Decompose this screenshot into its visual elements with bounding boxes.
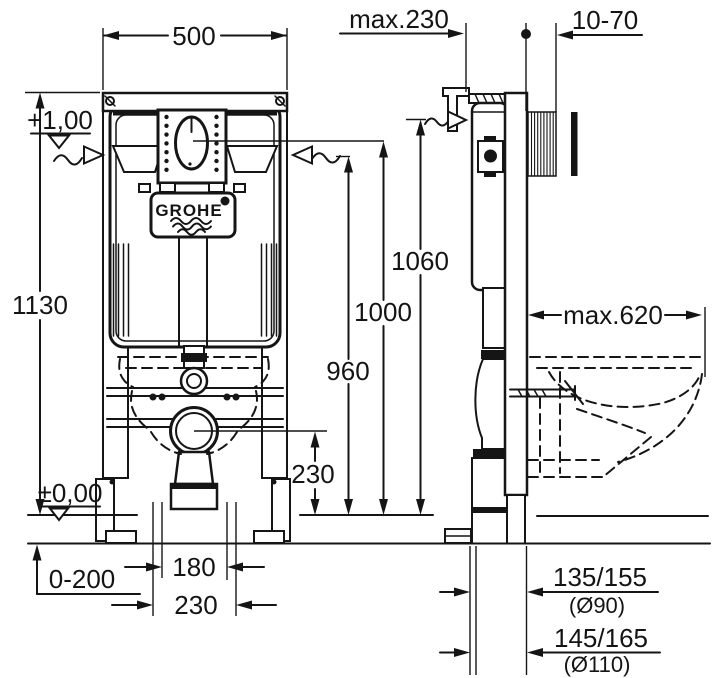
dim-bowl-depth: max.620 — [528, 300, 706, 377]
floor-lines — [27, 514, 711, 545]
dim-overall-height-label: 1130 — [12, 290, 68, 320]
level-triangle-icon — [47, 507, 71, 522]
level-zero-label: ±0,00 — [38, 478, 103, 508]
drain-extension-lines — [469, 546, 528, 675]
dim-inlet-height: 960 — [326, 155, 370, 515]
flush-actuator-oval — [174, 115, 209, 171]
fill-valve-dot — [484, 149, 497, 163]
dim-drain-offset-90-label: 135/155 — [553, 562, 647, 592]
dim-supply-height: 1060 — [391, 118, 449, 515]
grohe-logo-plate: GROHE — [149, 191, 237, 239]
flush-plate-bar — [571, 112, 578, 176]
side-view — [442, 87, 703, 545]
dim-wall-thickness: 10-70 — [521, 5, 643, 112]
logo-waves-icon — [170, 217, 212, 236]
grohe-logo-text: GROHE — [155, 201, 222, 220]
drain-elbow — [169, 406, 219, 511]
dim-inlet-height-label: 960 — [326, 356, 369, 386]
water-level-right — [225, 145, 279, 173]
dim-drain-dia-90-label: (Ø90) — [569, 593, 625, 618]
dim-wall-thickness-label: 10-70 — [572, 5, 639, 35]
dim-bottom-width-label: 230 — [174, 590, 217, 620]
dim-supply-height-label: 1060 — [391, 246, 449, 276]
registered-trademark-dot — [220, 196, 230, 206]
frame-legs — [95, 478, 291, 544]
dim-drain-offset-110-label: 145/165 — [554, 623, 648, 653]
dim-frame-width-label: 500 — [172, 21, 215, 51]
water-supply-arrow-right — [290, 144, 341, 166]
wall-finish-hatch — [527, 111, 557, 177]
screw-dots — [164, 114, 219, 172]
level-triangle-icon — [46, 134, 72, 150]
dim-drain-dia-110-label: (Ø110) — [564, 652, 631, 677]
dim-actuation-height-label: 1000 — [354, 297, 412, 327]
frame-top-rail — [101, 91, 289, 113]
front-view: GROHE — [95, 91, 327, 544]
mounting-bolts — [149, 393, 240, 401]
dim-max-depth: max.230 — [339, 4, 467, 92]
flush-pipe — [179, 345, 209, 396]
dim-drain-offset-90: 135/155 (Ø90) — [439, 562, 659, 618]
dim-drain-offset-110: 145/165 (Ø110) — [439, 623, 661, 677]
water-supply-arrow-left — [53, 144, 106, 166]
flush-plate — [138, 108, 246, 193]
level-marker-plus: +1,00 — [27, 105, 93, 150]
cistern-side — [470, 101, 510, 292]
dim-leg-adjustment: 0-200 — [32, 544, 141, 595]
dim-drain-height: 230 — [291, 431, 335, 515]
dim-max-depth-label: max.230 — [349, 4, 449, 34]
dim-bowl-depth-label: max.620 — [563, 300, 663, 330]
toilet-bowl-outline-front — [117, 356, 270, 455]
dim-drain-height-label: 230 — [291, 459, 334, 489]
dim-bolt-spacing-label: 180 — [172, 552, 215, 582]
dim-bottom-width: 230 — [111, 590, 277, 620]
toilet-bowl-outline-side — [527, 356, 703, 478]
dim-frame-width: 500 — [102, 21, 288, 90]
dimension-origin-dot — [521, 29, 531, 39]
dim-bolt-spacing: 180 — [124, 552, 265, 582]
level-plus-label: +1,00 — [27, 105, 93, 135]
dim-leg-adjustment-label: 0-200 — [49, 564, 116, 594]
water-level-left — [111, 145, 165, 173]
level-marker-zero: ±0,00 — [38, 478, 103, 522]
dim-overall-height: 1130 — [12, 91, 100, 515]
dim-actuation-height: 1000 — [354, 141, 412, 515]
frame-rail-side — [503, 91, 529, 497]
water-supply-arrow-side — [424, 109, 469, 131]
